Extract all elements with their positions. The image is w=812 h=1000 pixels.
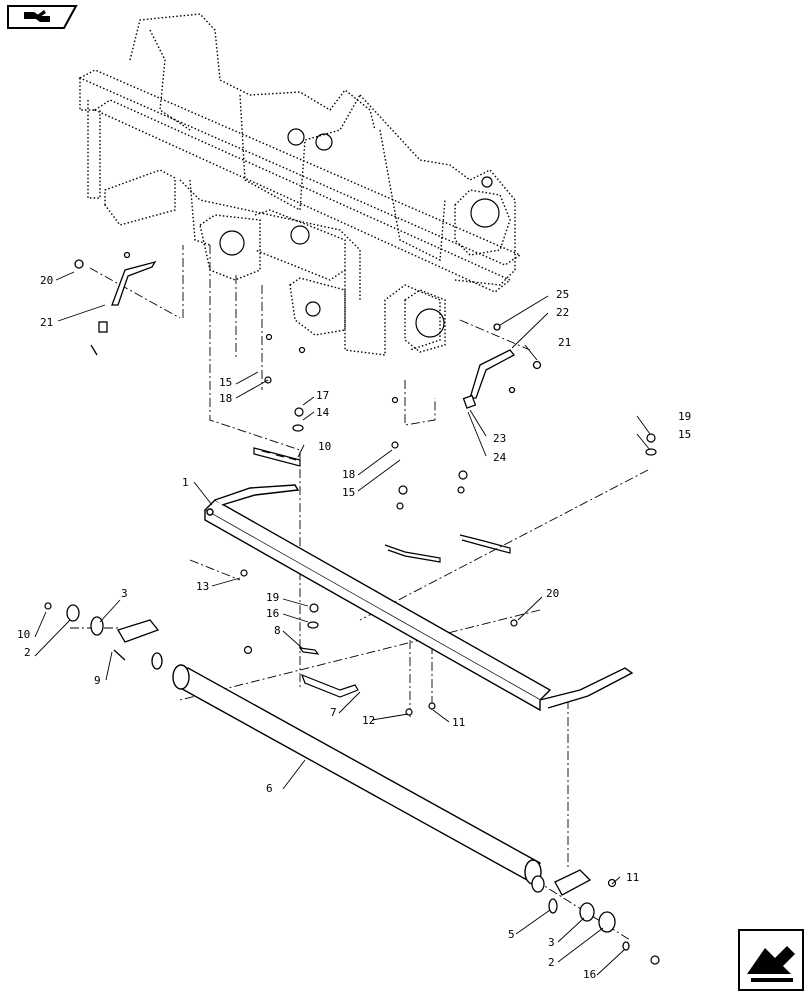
callout-1: 1 — [182, 476, 189, 489]
callout-16: 16 — [266, 607, 279, 620]
callout-3: 3 — [121, 587, 128, 600]
callout-15: 15 — [342, 486, 355, 499]
right-end-parts — [531, 869, 630, 951]
center-linkages — [298, 534, 511, 698]
callout-16: 16 — [583, 968, 596, 981]
callout-25: 25 — [556, 288, 569, 301]
callout-15: 15 — [219, 376, 232, 389]
callout-21: 21 — [40, 316, 53, 329]
callout-23: 23 — [493, 432, 506, 445]
back-button[interactable] — [6, 4, 78, 30]
callout-22: 22 — [556, 306, 569, 319]
callout-18: 18 — [342, 468, 355, 481]
callout-19: 19 — [266, 591, 279, 604]
callout-5: 6 — [266, 782, 273, 795]
next-button[interactable] — [737, 928, 805, 992]
back-arrow-icon — [7, 5, 78, 29]
callout-19: 20 — [546, 587, 559, 600]
callout-13: 13 — [196, 580, 209, 593]
left-mount-bracket — [74, 251, 157, 356]
callout-3: 3 — [548, 936, 555, 949]
callout-11: 11 — [452, 716, 465, 729]
callout-7: 8 — [274, 624, 281, 637]
frame-assembly — [78, 13, 522, 356]
callout-6: 7 — [330, 706, 337, 719]
callout-2: 2 — [548, 956, 555, 969]
callout-12: 12 — [362, 714, 375, 727]
callout-15: 15 — [678, 428, 691, 441]
callout-9: 10 — [318, 440, 331, 453]
callout-20: 20 — [40, 274, 53, 287]
callout-2: 2 — [24, 646, 31, 659]
callout-18: 19 — [678, 410, 691, 423]
callout-4: 5 — [508, 928, 515, 941]
roller-part-5 — [172, 664, 542, 885]
callout-17: 17 — [316, 389, 329, 402]
next-arrow-icon — [738, 929, 804, 991]
callout-20: 21 — [558, 336, 571, 349]
left-end-parts — [66, 604, 163, 670]
callout-labels: 20 21 15 18 17 14 10 1 18 15 25 22 21 23… — [17, 274, 691, 981]
fasteners — [44, 333, 660, 965]
crossbar-part-1 — [203, 484, 634, 712]
frame-bosses — [219, 128, 500, 338]
strap-part-9 — [253, 447, 301, 467]
callout-24: 24 — [493, 451, 507, 464]
callout-8: 9 — [94, 674, 101, 687]
callout-14: 14 — [316, 406, 330, 419]
callout-10: 11 — [626, 871, 639, 884]
callout-leaders — [34, 271, 651, 976]
leader-lines — [70, 245, 649, 941]
callout-18: 18 — [219, 392, 232, 405]
right-link-arm — [462, 323, 542, 409]
callout-10: 10 — [17, 628, 30, 641]
